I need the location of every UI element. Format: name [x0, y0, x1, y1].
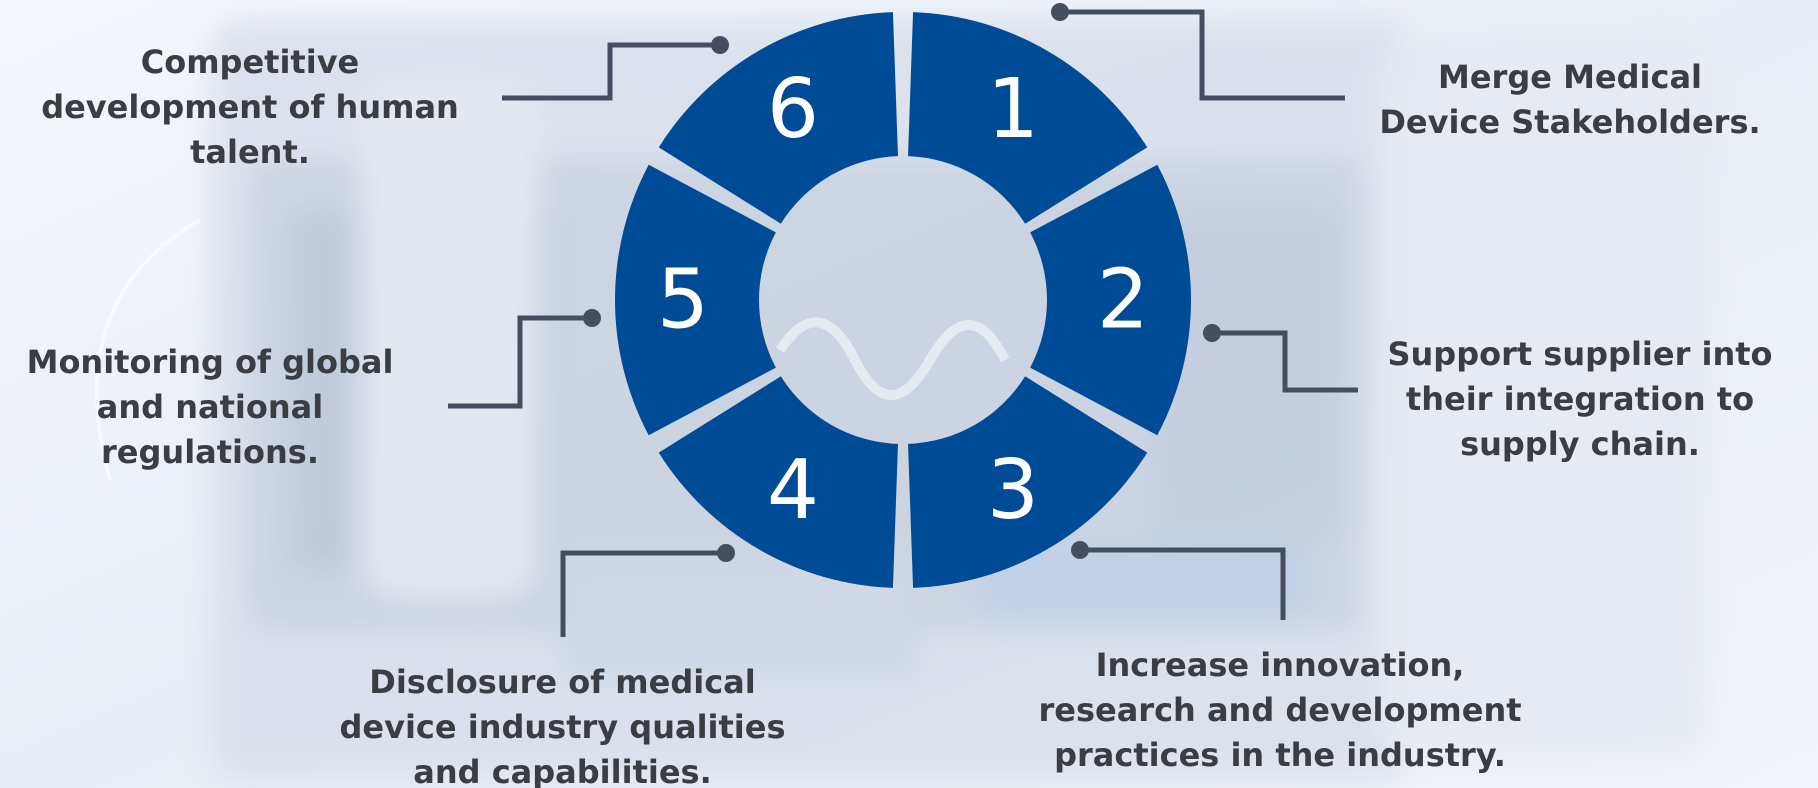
cycle-segment-5: [615, 164, 776, 436]
step-number-4: 4: [767, 443, 819, 538]
connector-line-1: [1060, 9, 1345, 101]
cycle-segment-2: [1030, 164, 1192, 436]
step-label-3: Increase innovation, research and develo…: [1038, 646, 1522, 774]
step-label-2: Support supplier into their integration …: [1387, 335, 1773, 463]
cycle-segment-6: [658, 12, 898, 224]
connector-dot-3: [1071, 541, 1089, 559]
cycle-segments: 1 23 45 6: [615, 12, 1192, 588]
connector-line-2: [1212, 330, 1358, 393]
step-number-3: 3: [987, 443, 1039, 538]
connector-dot-4: [717, 544, 735, 562]
cycle-segment-3: [908, 376, 1148, 588]
connector-lines: [448, 3, 1358, 637]
step-number-6: 6: [767, 62, 819, 157]
step-label-5: Monitoring of global and national regula…: [26, 343, 394, 471]
step-number-5: 5: [657, 253, 709, 348]
connector-line-3: [1080, 547, 1286, 620]
cycle-segment-4: [658, 376, 898, 588]
connector-dot-1: [1051, 3, 1069, 21]
step-label-6: Competitive development of human talent.: [41, 43, 459, 171]
connector-dot-5: [583, 309, 601, 327]
connector-line-6: [502, 42, 720, 101]
connector-line-5: [448, 315, 592, 409]
step-number-1: 1: [987, 62, 1039, 157]
connector-dot-6: [711, 36, 729, 54]
connector-line-4: [560, 550, 726, 637]
connector-dot-2: [1203, 324, 1221, 342]
step-label-1: Merge Medical Device Stakeholders.: [1379, 58, 1761, 141]
step-label-4: Disclosure of medical device industry qu…: [339, 663, 786, 788]
step-number-2: 2: [1097, 253, 1149, 348]
cycle-segment-1: [908, 12, 1148, 224]
